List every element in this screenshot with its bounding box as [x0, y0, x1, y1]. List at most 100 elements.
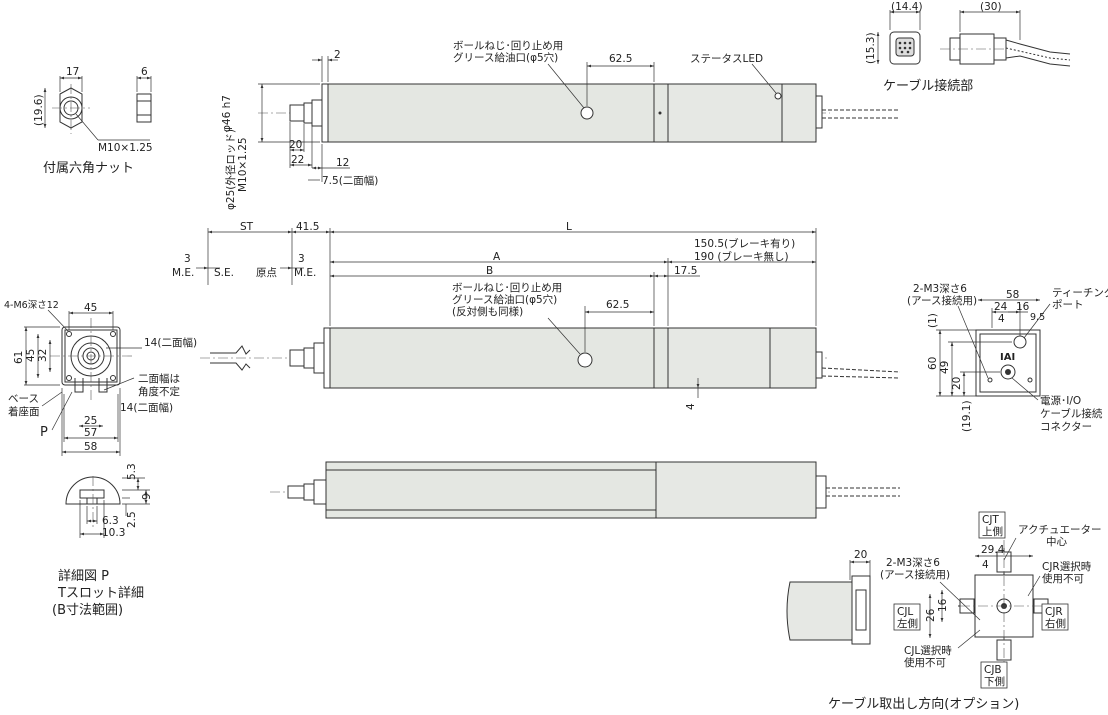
actuator-rear-view: IAI 2-M3深さ6 (アース接続用) 58 24 16 4 9.5 ティーチ…: [907, 283, 1108, 433]
front-p-label: P: [40, 425, 48, 440]
cjt-label-box: [978, 511, 1006, 539]
main-origin: 原点: [256, 267, 277, 279]
rear-teach-1: ティーチング: [1052, 286, 1108, 299]
rear-power-2: ケーブル接続: [1040, 407, 1103, 420]
connector-dim-length: (30): [980, 1, 1002, 13]
actuator-body-top: [327, 83, 655, 143]
option-dim-29-4: 29.4: [981, 544, 1005, 556]
cable-option-title: ケーブル取出し方向(オプション): [828, 696, 1019, 712]
hex-nut-side-shape: [136, 93, 152, 123]
rod-end-side: [289, 349, 305, 367]
option-tap-2: (アース接続用): [880, 568, 950, 581]
option-dim-4: 4: [982, 559, 989, 571]
hex-nut-thread-label: M10×1.25: [98, 142, 153, 154]
cjt-line1: CJT: [982, 514, 999, 526]
rear-teach-2: ポート: [1052, 299, 1084, 311]
hex-nut-dim-width: 17: [66, 66, 79, 78]
rear-dim-19-1: (19.1): [961, 400, 973, 432]
actuator-top-view: 2 ボールねじ･回り止め用 グリース給油口(φ5穴) 62.5 ステータスLED…: [221, 40, 900, 210]
detail-p-view: 5.3 9 2.5 6.3 10.3 詳細図 P Tスロット詳細 (B寸法範囲): [52, 463, 153, 618]
rod-end: [289, 104, 305, 122]
detail-title-1: 詳細図 P: [58, 568, 109, 584]
main-dim-41-5: 41.5: [296, 221, 319, 233]
main-brake-1: 150.5(ブレーキ有り): [694, 237, 795, 250]
main-se: S.E.: [214, 267, 234, 279]
rear-housing: [975, 329, 1041, 397]
front-across-1: 14(二面幅): [144, 336, 197, 349]
cjb-line1: CJB: [984, 664, 1002, 676]
detail-dim-6-3: 6.3: [102, 515, 119, 527]
rear-tap-1: 2-M3深さ6: [913, 283, 967, 295]
hex-nut-view: 17 6 (19.6) M10×1.25 付属六角ナット: [33, 66, 153, 176]
cjl-line2: 左側: [897, 617, 918, 630]
option-dim-26: 26: [925, 608, 937, 622]
main-dim-4: 4: [685, 403, 697, 410]
hex-nut-title: 付属六角ナット: [43, 161, 134, 176]
main-l: L: [566, 221, 572, 233]
main-dim-3b: 3: [298, 253, 305, 265]
actuator-side-view: ST 41.5 L 3 M.E. S.E. 原点 3 M.E. A B 150.…: [172, 221, 901, 410]
detail-title-2: Tスロット詳細: [57, 585, 144, 601]
top-grease-line2: グリース給油口(φ5穴): [453, 51, 558, 64]
top-rod-outer: φ25(外径ロッド): [224, 129, 237, 210]
detail-title-3: (B寸法範囲): [52, 603, 123, 618]
top-dim-22: 22: [291, 154, 304, 166]
front-base-2: 着座面: [8, 405, 40, 418]
rear-dim-58: 58: [1006, 289, 1019, 301]
main-dim-17-5: 17.5: [674, 265, 697, 277]
cable-connection-title: ケーブル接続部: [883, 78, 973, 94]
cjr-note-1: CJR選択時: [1042, 560, 1092, 573]
actuator-body-side: [329, 327, 655, 389]
rear-dim-9-5: 9.5: [1030, 312, 1045, 323]
actuator-bottom-view: [270, 461, 900, 519]
cjb-label-box: [980, 661, 1008, 689]
front-across-2: 14(二面幅): [120, 401, 173, 414]
main-grease-line2: グリース給油口(φ5穴): [452, 293, 557, 306]
option-tap-1: 2-M3深さ6: [886, 557, 940, 569]
main-grease-line1: ボールねじ･回り止め用: [452, 282, 562, 294]
front-dim-45h: 45: [84, 302, 97, 314]
front-note-2: 角度不定: [138, 385, 180, 398]
main-me-a: M.E.: [172, 267, 194, 279]
cjt-line2: 上側: [982, 525, 1003, 538]
grease-hole-side: [577, 352, 593, 368]
connector-dim-height: (15.3): [865, 32, 877, 64]
main-st: ST: [240, 221, 254, 233]
front-base-1: ベース: [8, 393, 39, 405]
rear-dim-4: 4: [998, 313, 1005, 325]
status-led-icon: [774, 92, 782, 100]
main-grease-line3: (反対側も同様): [452, 305, 523, 318]
rear-dim-60: 60: [927, 357, 939, 370]
hex-nut-dim-height: (19.6): [33, 94, 45, 126]
cjl-note-2: 使用不可: [904, 656, 946, 669]
front-dim-25: 25: [84, 415, 97, 427]
cjl-note-1: CJL選択時: [904, 644, 952, 657]
option-dim-20: 20: [854, 549, 867, 561]
rear-power-3: コネクター: [1040, 421, 1092, 433]
main-a: A: [493, 251, 501, 263]
option-motor-side: [786, 581, 853, 641]
front-dim-32: 32: [37, 349, 49, 362]
rear-dim-20: 20: [951, 377, 963, 390]
connector-dim-width: (14.4): [891, 1, 923, 13]
main-b: B: [486, 265, 493, 277]
hex-nut-dim-thickness: 6: [141, 66, 148, 78]
top-dim-2: 2: [334, 49, 341, 61]
detail-dim-10-3: 10.3: [102, 527, 125, 539]
rear-dim-1: (1): [927, 313, 939, 328]
cjr-line2: 右側: [1045, 617, 1066, 630]
rear-tap-2: (アース接続用): [907, 294, 977, 307]
front-dim-61: 61: [13, 351, 25, 364]
motor-housing-bottom: [655, 461, 817, 519]
rear-dim-16: 16: [1016, 301, 1030, 313]
front-note-1: 二面幅は: [138, 372, 180, 385]
front-dim-57: 57: [84, 427, 97, 439]
main-me-b: M.E.: [294, 267, 316, 279]
cjl-line1: CJL: [897, 606, 913, 618]
top-dim-12: 12: [336, 157, 349, 169]
top-dim-7-5: 7.5(二面幅): [322, 174, 378, 187]
rear-dim-24: 24: [994, 301, 1008, 313]
front-tap-label: 4-M6深さ12: [4, 300, 59, 311]
cjr-note-2: 使用不可: [1042, 572, 1084, 585]
